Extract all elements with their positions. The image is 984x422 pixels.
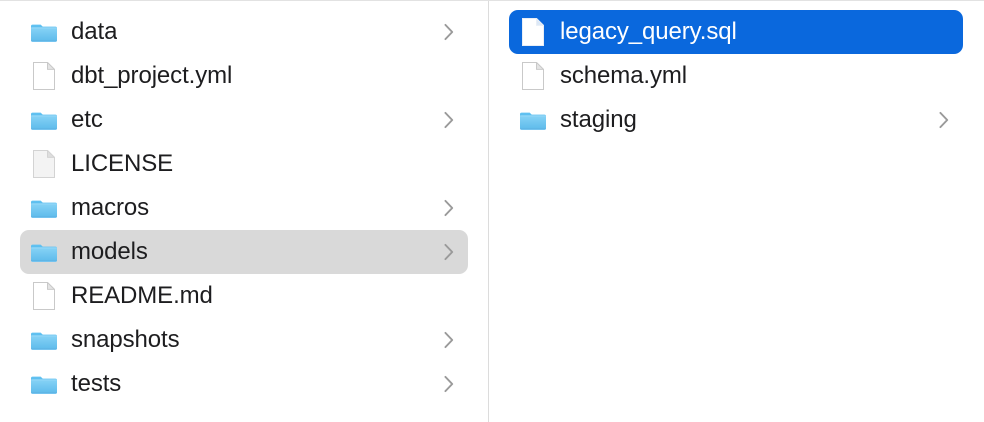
chevron-right-icon bbox=[939, 111, 949, 129]
item-name-label: models bbox=[71, 238, 148, 265]
folder-row[interactable]: tests bbox=[20, 362, 468, 406]
document-icon bbox=[31, 61, 57, 91]
folder-icon bbox=[31, 237, 57, 267]
folder-icon-glyph bbox=[31, 24, 57, 42]
item-name-label: README.md bbox=[71, 282, 213, 309]
document-icon-glyph bbox=[522, 18, 544, 46]
file-list-models: legacy_query.sql schema.yml staging bbox=[489, 10, 983, 142]
file-row[interactable]: LICENSE bbox=[20, 142, 468, 186]
document-icon-glyph bbox=[33, 62, 55, 90]
folder-row[interactable]: macros bbox=[20, 186, 468, 230]
chevron-right-icon bbox=[444, 243, 454, 261]
folder-icon bbox=[520, 105, 546, 135]
folder-icon bbox=[31, 17, 57, 47]
document-icon bbox=[520, 17, 546, 47]
folder-icon-glyph bbox=[31, 200, 57, 218]
document-icon bbox=[31, 281, 57, 311]
chevron-right-icon bbox=[444, 199, 454, 217]
folder-icon-glyph bbox=[31, 244, 57, 262]
chevron-right-icon bbox=[444, 23, 454, 41]
item-name-label: staging bbox=[560, 106, 637, 133]
chevron-right-icon-glyph bbox=[444, 111, 454, 129]
folder-row[interactable]: staging bbox=[509, 98, 963, 142]
document-icon-glyph bbox=[33, 150, 55, 178]
chevron-right-icon-glyph bbox=[444, 375, 454, 393]
file-row[interactable]: README.md bbox=[20, 274, 468, 318]
item-name-label: schema.yml bbox=[560, 62, 688, 89]
folder-icon bbox=[31, 193, 57, 223]
finder-column-models: legacy_query.sql schema.yml staging bbox=[489, 1, 983, 422]
item-name-label: dbt_project.yml bbox=[71, 62, 233, 89]
folder-row[interactable]: snapshots bbox=[20, 318, 468, 362]
folder-row[interactable]: etc bbox=[20, 98, 468, 142]
folder-icon-glyph bbox=[31, 112, 57, 130]
item-name-label: legacy_query.sql bbox=[560, 18, 737, 45]
chevron-right-icon bbox=[444, 111, 454, 129]
item-name-label: snapshots bbox=[71, 326, 180, 353]
document-icon-glyph bbox=[522, 62, 544, 90]
item-name-label: LICENSE bbox=[71, 150, 174, 177]
chevron-right-icon-glyph bbox=[444, 199, 454, 217]
folder-row[interactable]: data bbox=[20, 10, 468, 54]
chevron-right-icon-glyph bbox=[939, 111, 949, 129]
item-name-label: macros bbox=[71, 194, 150, 221]
chevron-right-icon-glyph bbox=[444, 23, 454, 41]
item-name-label: data bbox=[71, 18, 118, 45]
file-row[interactable]: schema.yml bbox=[509, 54, 963, 98]
file-row[interactable]: dbt_project.yml bbox=[20, 54, 468, 98]
folder-icon bbox=[31, 325, 57, 355]
chevron-right-icon bbox=[444, 375, 454, 393]
chevron-right-icon bbox=[444, 331, 454, 349]
item-name-label: tests bbox=[71, 370, 122, 397]
folder-icon-glyph bbox=[31, 332, 57, 350]
file-row[interactable]: legacy_query.sql bbox=[509, 10, 963, 54]
chevron-right-icon-glyph bbox=[444, 331, 454, 349]
document-icon bbox=[520, 61, 546, 91]
folder-icon-glyph bbox=[31, 376, 57, 394]
document-icon-glyph bbox=[33, 282, 55, 310]
folder-row[interactable]: models bbox=[20, 230, 468, 274]
folder-icon bbox=[31, 105, 57, 135]
item-name-label: etc bbox=[71, 106, 103, 133]
plain-document-icon bbox=[31, 149, 57, 179]
folder-icon-glyph bbox=[520, 112, 546, 130]
folder-icon bbox=[31, 369, 57, 399]
chevron-right-icon-glyph bbox=[444, 243, 454, 261]
